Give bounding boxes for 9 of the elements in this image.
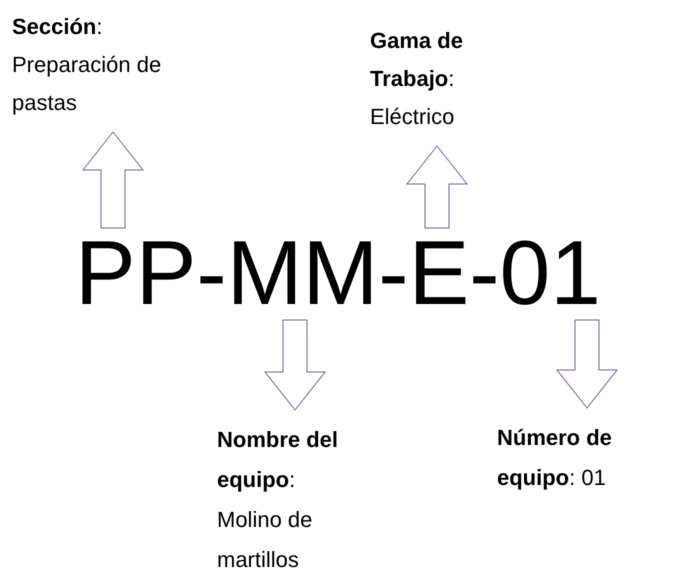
block-arrow	[82, 131, 144, 228]
block-arrow	[556, 320, 618, 409]
annotation-text: Número de equipo: 01	[497, 418, 667, 498]
annotation-text: Nombre del equipo: Molino de martillos	[217, 420, 357, 580]
annotation-text: Gama de Trabajo: Eléctrico	[370, 22, 520, 136]
block-arrow	[406, 145, 468, 228]
block-arrow	[264, 320, 326, 411]
code-text: PP-MM-E-01	[75, 228, 601, 320]
annotation-text: Sección: Preparación de pastas	[12, 8, 187, 122]
